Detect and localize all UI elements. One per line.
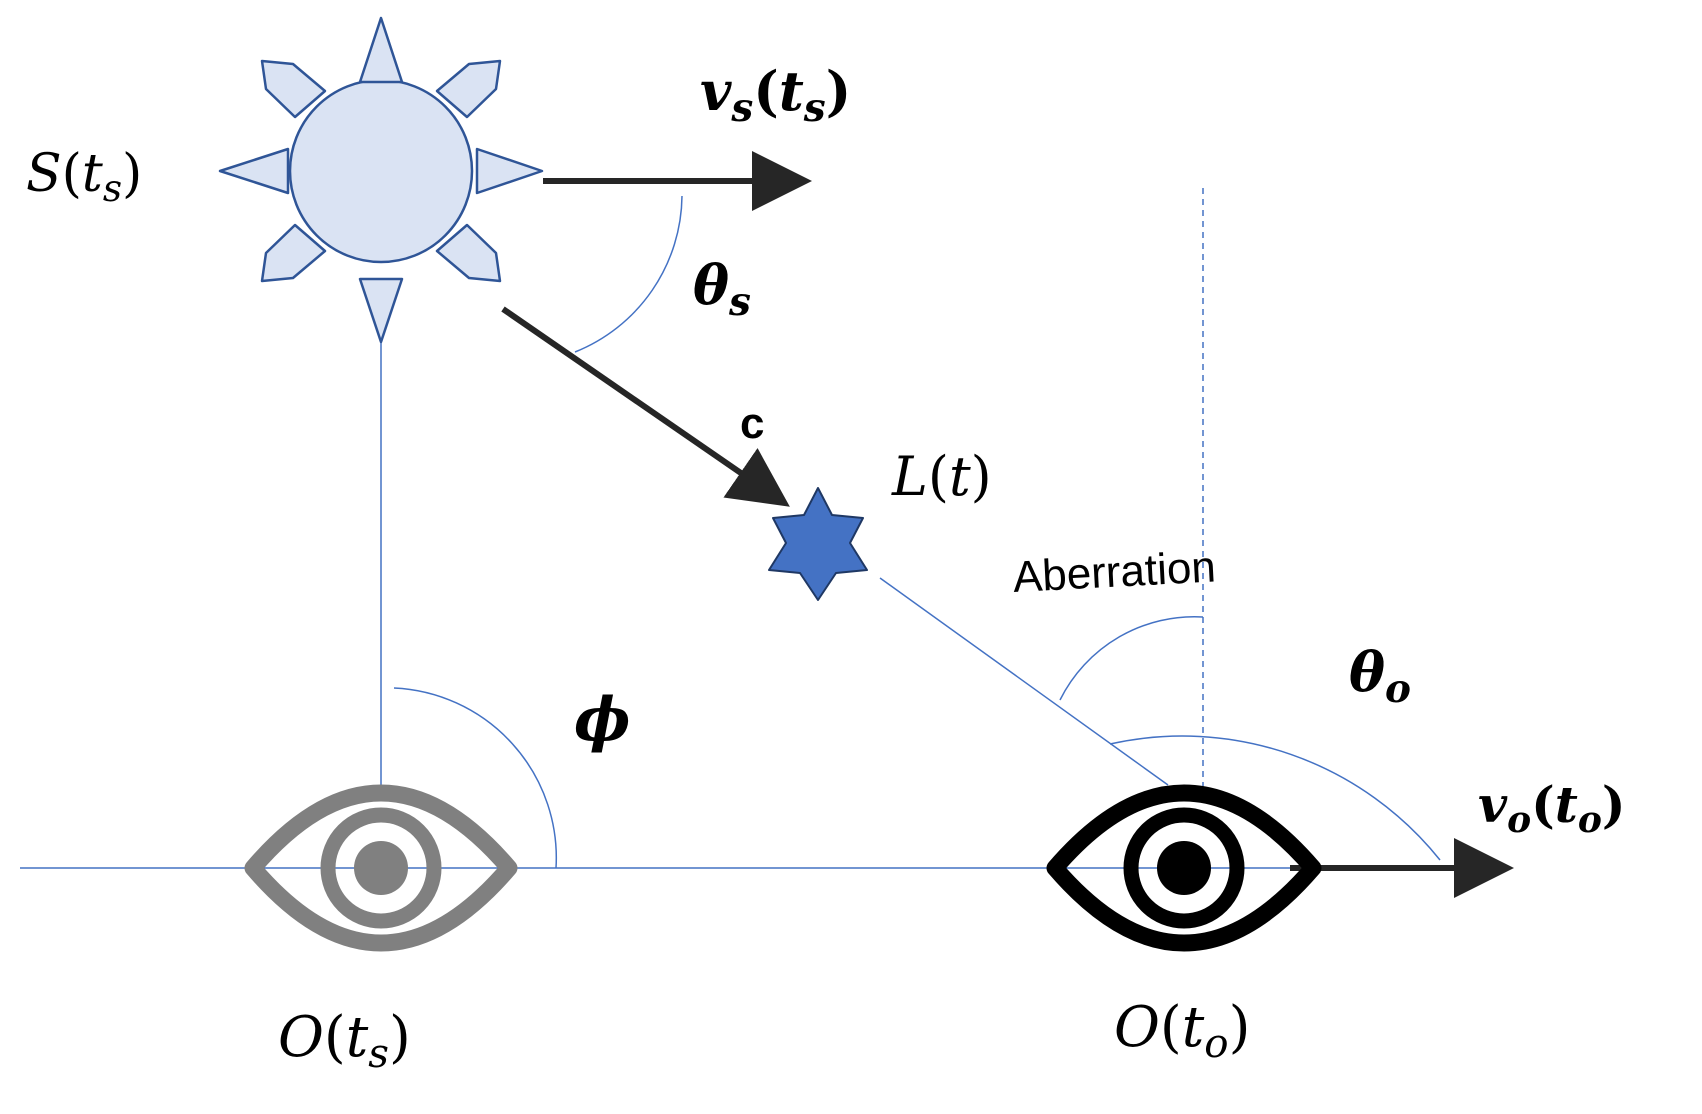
sight-line [879,577,1169,786]
theta-s-label: θs [693,253,751,325]
aberration-arc [1059,616,1204,701]
light-ray-arrow [501,306,790,507]
theta-o-arc [1109,735,1441,861]
source-velocity-label: vs(ts) [700,59,852,131]
light-speed-label: c [740,399,765,448]
lens-position-label: L(t) [892,445,992,508]
theta-o-label: θo [1349,640,1411,712]
observer-past-label: O(ts) [278,1005,411,1078]
sun-icon [218,16,544,344]
seven-point-star-icon [768,487,868,601]
eye-icon-now [1046,784,1322,952]
phi-label: ϕ [574,685,631,755]
source-position-label: S(ts) [26,144,143,211]
observer-velocity-label: vo(to) [1478,775,1626,842]
eye-icon-past [244,784,518,952]
observer-now-label: O(to) [1114,995,1251,1068]
phi-arc [393,687,558,869]
theta-s-arc [574,195,683,353]
aberration-label: Aberration [1011,542,1217,602]
